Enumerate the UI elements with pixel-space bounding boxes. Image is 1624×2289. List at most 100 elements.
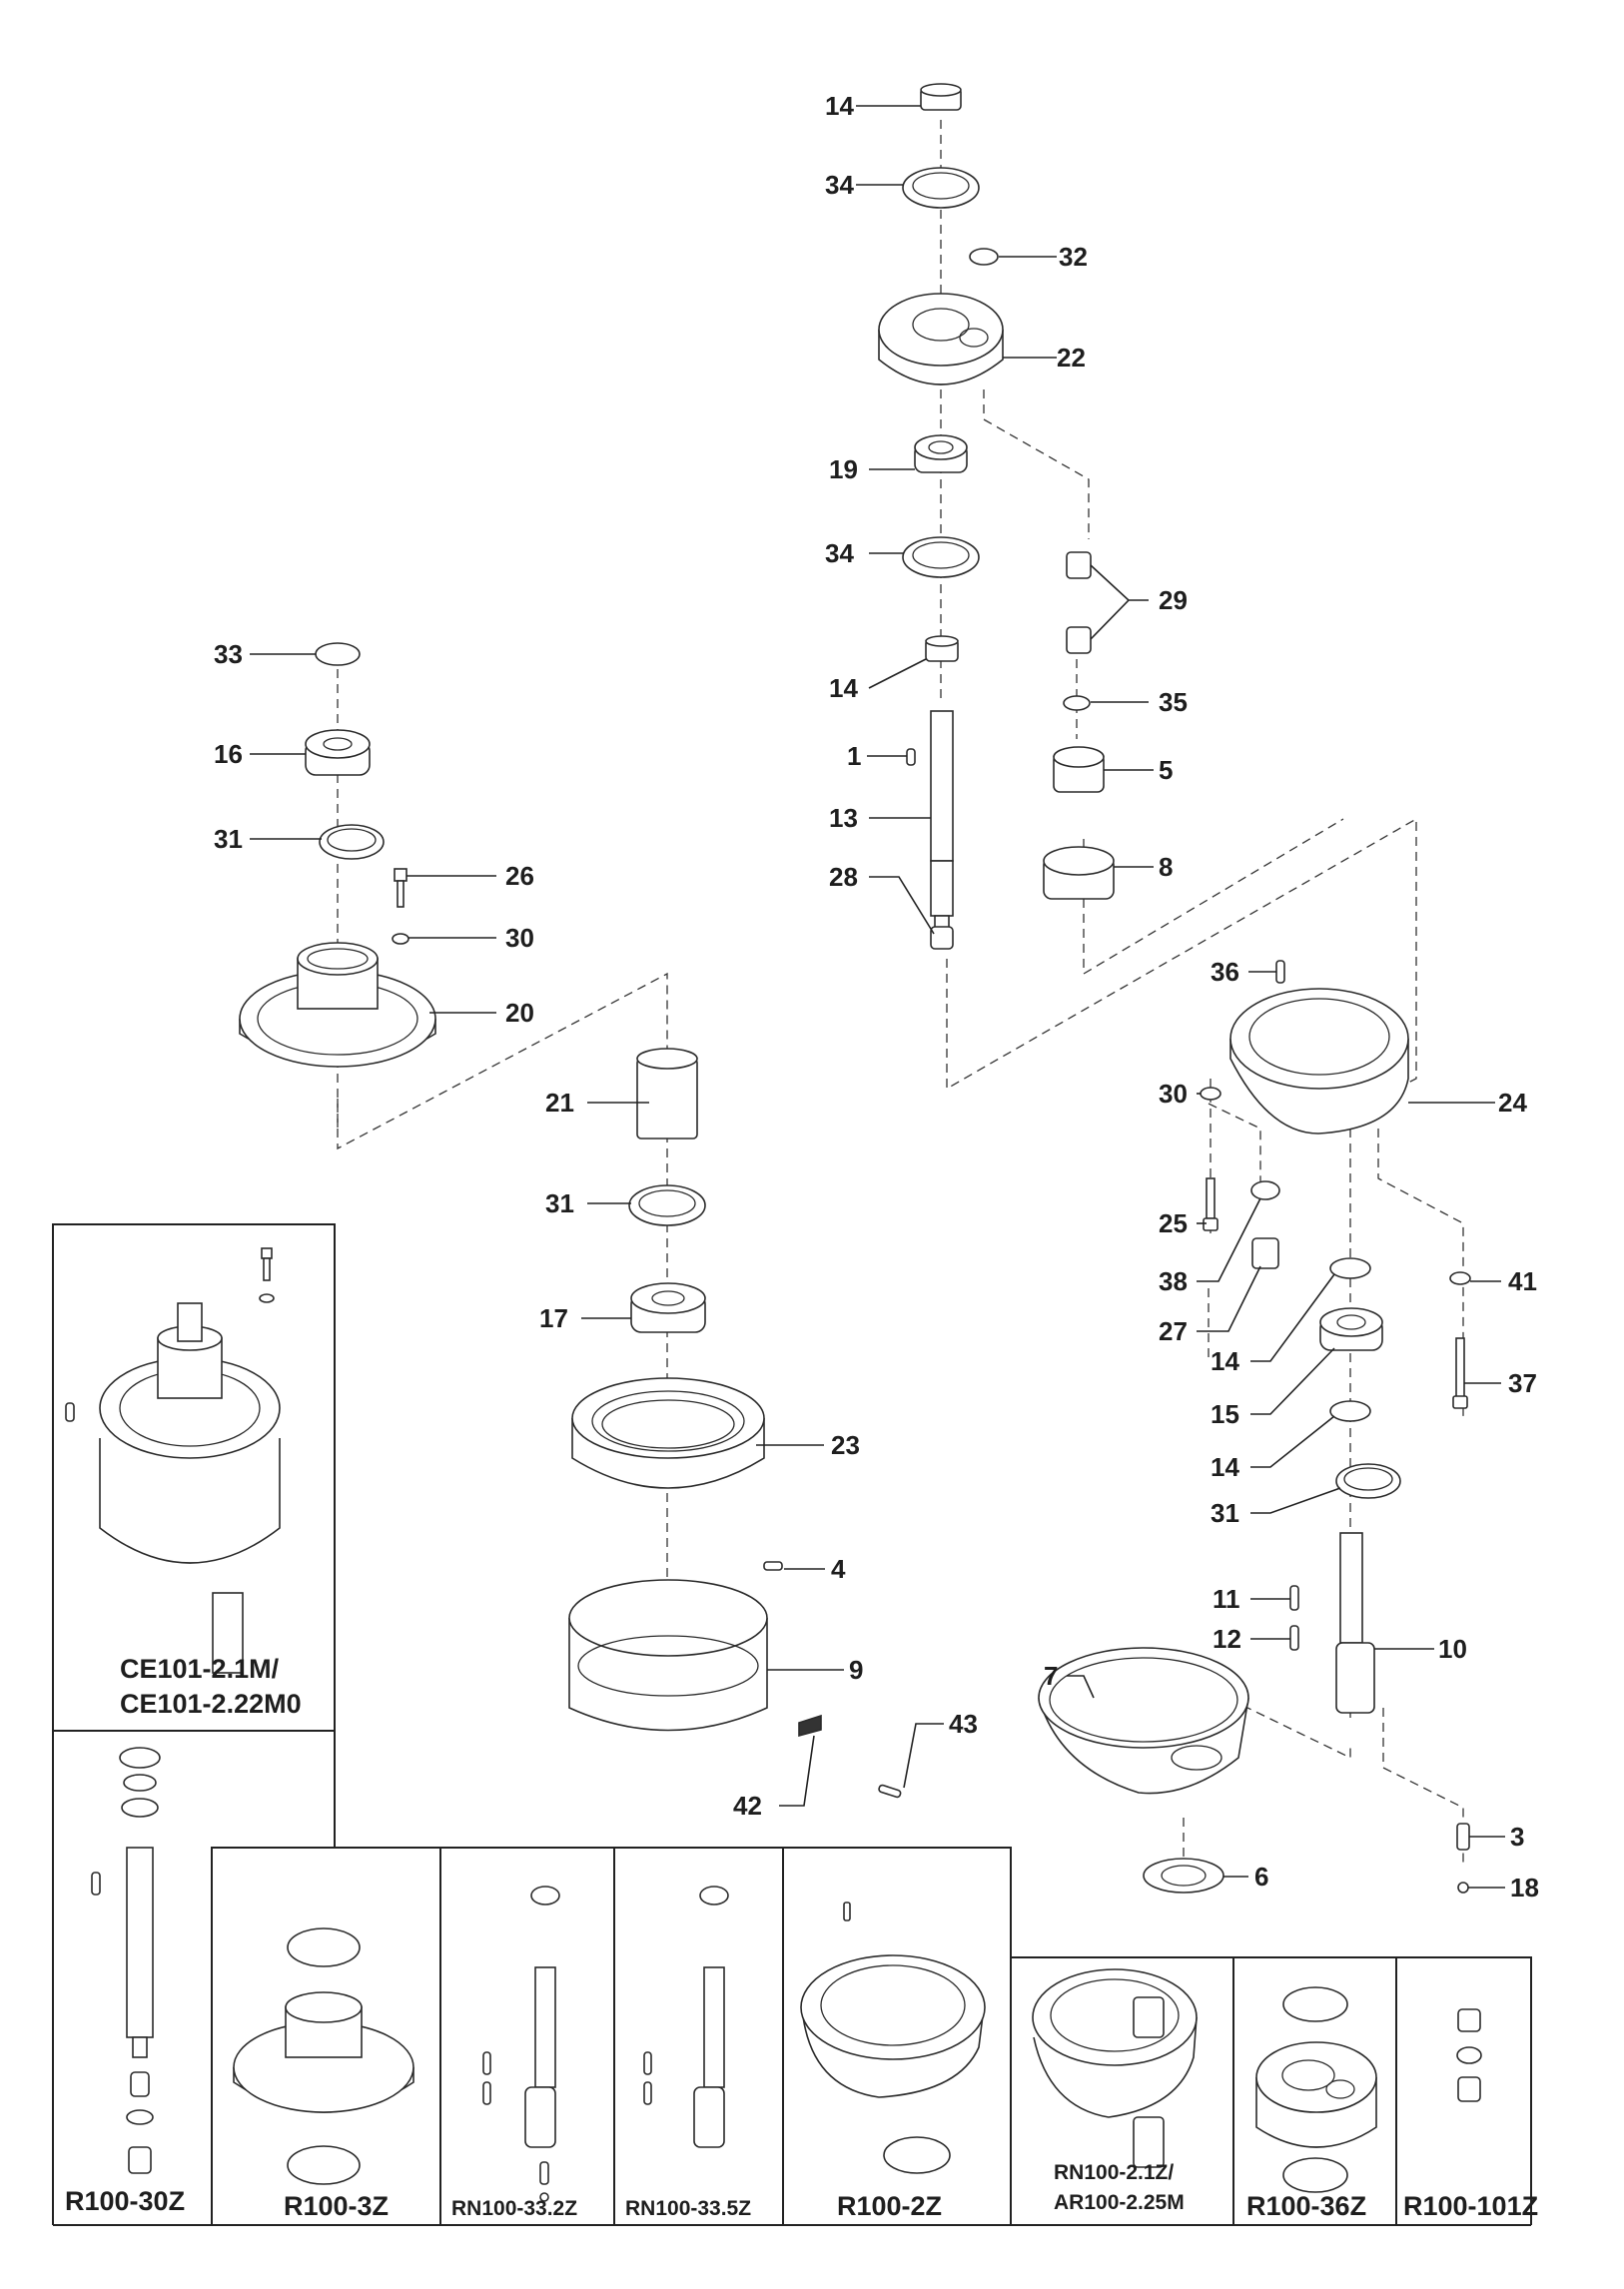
kit-label-r100-101z: R100-101Z (1403, 2191, 1538, 2221)
part-gear-5 (1053, 746, 1105, 793)
callout-31: 31 (545, 1188, 574, 1218)
part-bolt-37 (1452, 1337, 1468, 1409)
callout-42: 42 (733, 1791, 762, 1821)
part-washer-35 (1063, 695, 1091, 711)
part-bushing-14-right-top (1329, 1257, 1371, 1279)
kit-label-r100-36z: R100-36Z (1246, 2191, 1366, 2221)
callout-7: 7 (1044, 1661, 1058, 1691)
kit-ce101-drawing (65, 1247, 281, 1674)
callout-3: 3 (1510, 1822, 1524, 1852)
kit-label-r100-2z: R100-2Z (837, 2191, 942, 2221)
callout-15: 15 (1211, 1399, 1239, 1429)
kit-label-rn100-33-5z: RN100-33.5Z (625, 2197, 751, 2220)
part-bolt-26 (394, 868, 407, 908)
part-cover-ring-9 (568, 1579, 768, 1732)
callout-29: 29 (1159, 585, 1188, 615)
part-gear-8 (1043, 846, 1115, 900)
kit-label-ce101-line1: CE101-2.1M/ (120, 1654, 280, 1684)
callout-34: 34 (825, 538, 854, 568)
part-screw-43 (878, 1784, 902, 1799)
callout-35: 35 (1159, 687, 1188, 717)
kit-label-r100-3z: R100-3Z (284, 2191, 389, 2221)
part-oring-33 (315, 642, 361, 666)
kit-label-ce101-line2: CE101-2.22M0 (120, 1689, 302, 1719)
part-bushing-14-mid (925, 635, 959, 662)
callout-24: 24 (1498, 1088, 1527, 1118)
part-needle-bearing-27 (1251, 1237, 1279, 1269)
part-housing-22 (878, 293, 1004, 385)
part-bearing-17 (630, 1282, 706, 1333)
callout-20: 20 (505, 998, 534, 1028)
callout-33: 33 (214, 639, 243, 669)
kit-r100-36z-drawing (1255, 1986, 1377, 2193)
callout-16: 16 (214, 739, 243, 769)
callout-27: 27 (1159, 1316, 1188, 1346)
kit-label-rn100-33-2z: RN100-33.2Z (451, 2197, 577, 2220)
part-shaft-10 (1335, 1532, 1375, 1714)
kit-rn100-33-5z-drawing (643, 1886, 729, 2148)
leader-lines (250, 105, 1505, 1889)
kit-label-r100-30z: R100-30Z (65, 2186, 185, 2216)
callout-19: 19 (829, 454, 858, 484)
part-bearing-16 (305, 729, 371, 776)
kit-rn100-33-2z-drawing (482, 1886, 560, 2202)
callout-38: 38 (1159, 1266, 1188, 1296)
callout-1: 1 (847, 741, 861, 771)
kit-r100-3z-drawing (233, 1927, 414, 2185)
kit-r100-101z-drawing (1456, 2008, 1482, 2102)
callout-31: 31 (214, 824, 243, 854)
callout-4: 4 (831, 1554, 846, 1584)
part-circlip-31-left (319, 824, 385, 860)
callout-32: 32 (1059, 242, 1088, 272)
part-flange-20 (239, 942, 436, 1068)
kit-captions: CE101-2.1M/ CE101-2.22M0 R100-30Z R100-3… (65, 1654, 1538, 2221)
part-ring-38 (1250, 1180, 1280, 1200)
part-bushing-14-right-bottom (1329, 1400, 1371, 1422)
kit-r100-2z-drawing (800, 1902, 986, 2174)
part-hopper-7 (1038, 1647, 1249, 1795)
callout-30: 30 (1159, 1079, 1188, 1109)
part-bolt-25 (1203, 1177, 1218, 1231)
callout-43: 43 (949, 1709, 978, 1739)
kit-label-rn100-2-1z-line1: RN100-2.1Z/ (1054, 2161, 1174, 2184)
callout-12: 12 (1213, 1624, 1241, 1654)
callout-8: 8 (1159, 852, 1173, 882)
part-sleeve-21 (636, 1048, 698, 1140)
part-key-1 (906, 748, 916, 766)
callout-21: 21 (545, 1088, 574, 1118)
part-washer-30-left (392, 933, 409, 945)
part-shaft-13 (930, 710, 954, 937)
part-housing-24 (1229, 988, 1409, 1135)
callout-36: 36 (1211, 957, 1239, 987)
part-seal-6 (1143, 1858, 1224, 1894)
callout-11: 11 (1213, 1584, 1240, 1614)
callout-14: 14 (1211, 1346, 1239, 1376)
callout-9: 9 (849, 1655, 863, 1685)
part-clip-42 (798, 1714, 822, 1738)
callout-37: 37 (1508, 1368, 1537, 1398)
callout-28: 28 (829, 862, 858, 892)
callout-34: 34 (825, 170, 854, 200)
callout-10: 10 (1438, 1634, 1467, 1664)
part-washer-41 (1449, 1271, 1471, 1285)
part-circlip-31-center (628, 1184, 706, 1226)
callout-26: 26 (505, 861, 534, 891)
kit-label-rn100-2-1z-line2: AR100-2.25M (1054, 2191, 1185, 2214)
part-bushing-28 (930, 926, 954, 950)
callout-14: 14 (1211, 1452, 1239, 1482)
callout-25: 25 (1159, 1208, 1188, 1238)
part-screw-4 (763, 1561, 783, 1571)
part-ball-18 (1457, 1882, 1469, 1894)
part-ring-gear-23 (571, 1377, 765, 1489)
part-circlip-34-mid (902, 536, 980, 578)
callout-31: 31 (1211, 1498, 1239, 1528)
callout-14: 14 (829, 673, 858, 703)
part-needle-bearing-29 (1066, 551, 1092, 654)
callout-14: 14 (825, 91, 854, 121)
part-spring-3 (1456, 1823, 1470, 1851)
callout-6: 6 (1254, 1862, 1268, 1892)
part-bearing-15 (1319, 1307, 1383, 1351)
part-bearing-19 (914, 434, 968, 473)
callout-numbers: 14 34 32 22 19 34 29 14 35 1 5 13 8 28 3… (214, 91, 1539, 1903)
